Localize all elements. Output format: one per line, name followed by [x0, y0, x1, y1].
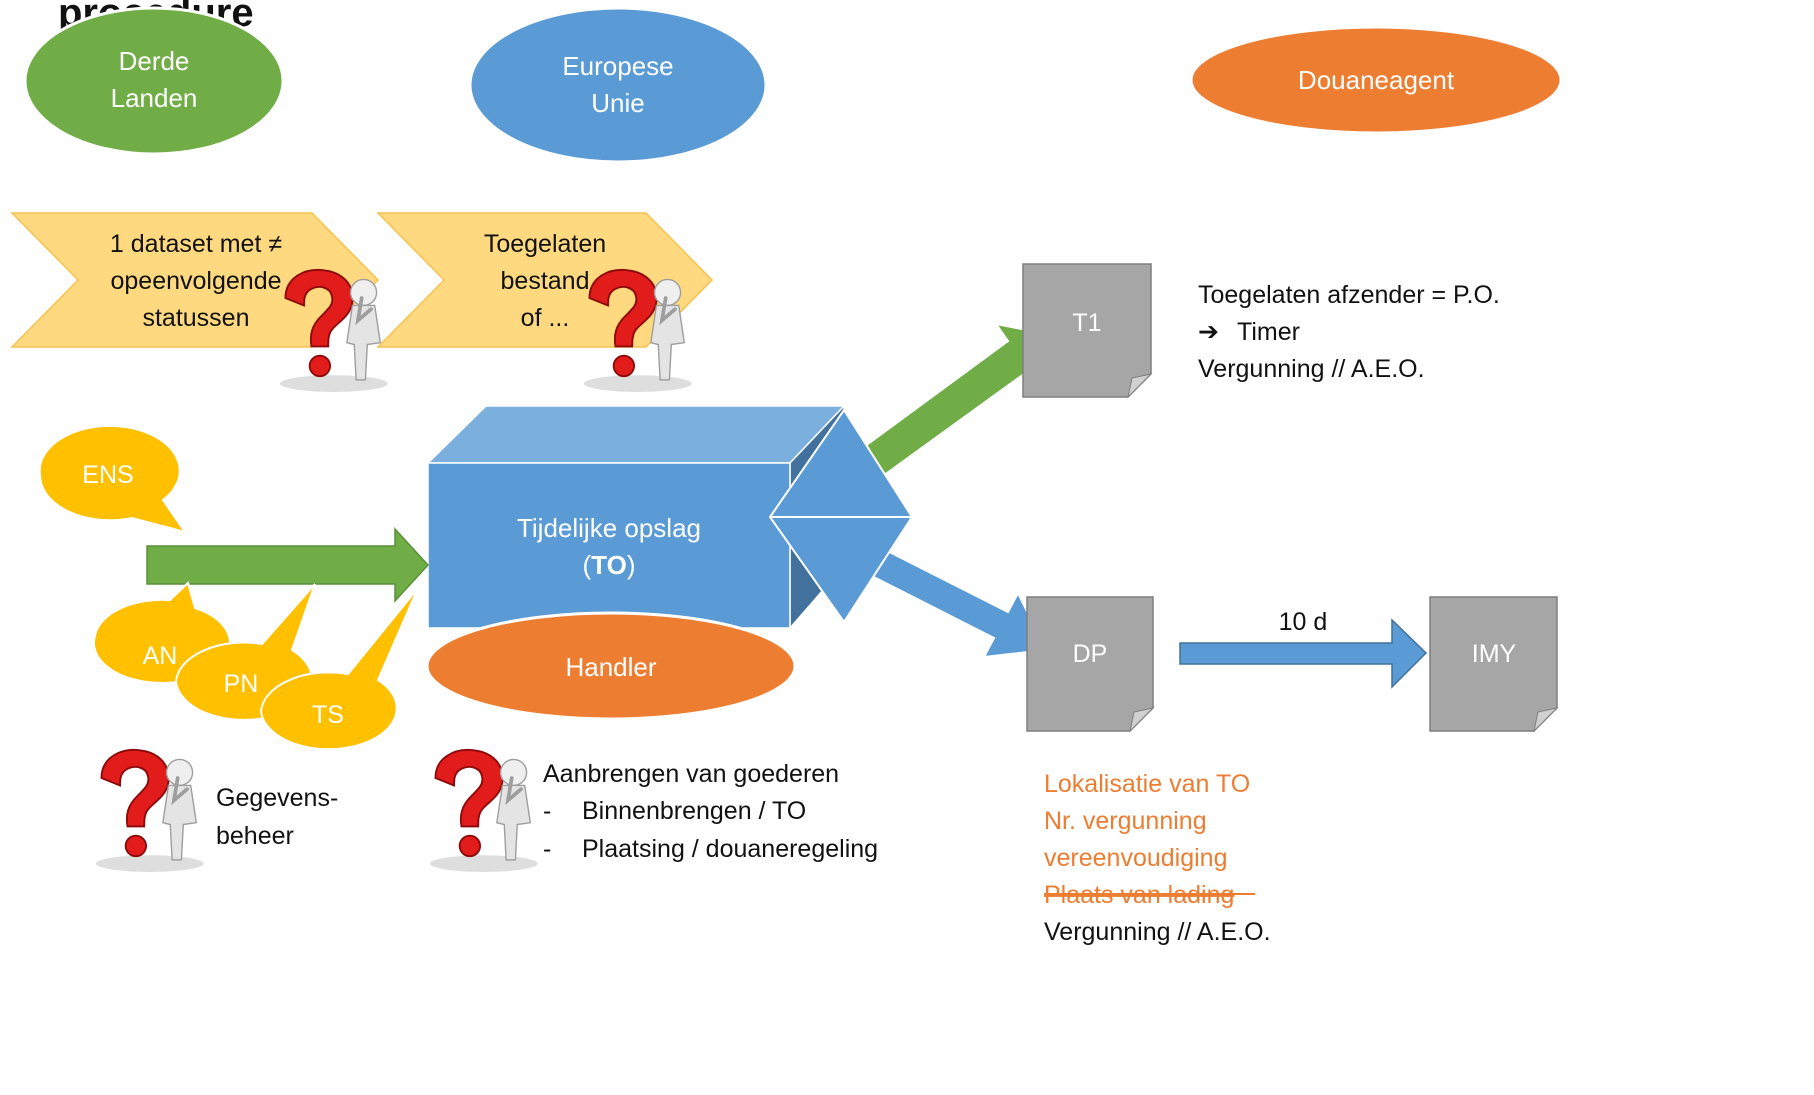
aanbrengen-item-2: Plaatsing / douaneregeling	[582, 835, 878, 863]
aanbrengen-heading: Aanbrengen van goederen	[543, 760, 839, 788]
t1-note-1: Toegelaten afzender = P.O.	[1198, 281, 1500, 309]
region-europese-unie: Europese Unie	[468, 6, 768, 164]
t1-note-2: ➔ Timer	[1198, 318, 1300, 346]
box-title: Tijdelijke opslag	[517, 513, 701, 543]
bubble-ts: TS	[259, 587, 419, 751]
question-person-icon	[94, 748, 206, 874]
chevron-dataset: 1 dataset met ≠ opeenvolgende statussen	[10, 212, 380, 348]
document-imy: IMY	[1429, 596, 1559, 733]
gegevens-line-2: beheer	[216, 822, 294, 850]
eu-line-2: Unie	[591, 88, 644, 118]
t1-label: T1	[1072, 309, 1101, 337]
aanbrengen-item-1: Binnenbrengen / TO	[582, 797, 806, 825]
douaneagent-label: Douaneagent	[1298, 65, 1455, 95]
document-t1: T1	[1022, 263, 1153, 399]
dp-note-black: Vergunning // A.E.O.	[1044, 918, 1271, 946]
an-label: AN	[143, 642, 178, 670]
dp-note-orange-1: Lokalisatie van TO	[1044, 770, 1250, 798]
region-derde-landen: Derde Landen	[23, 6, 285, 156]
ens-label: ENS	[82, 461, 133, 489]
derde-line-2: Landen	[111, 83, 198, 113]
t1-note-3: Vergunning // A.E.O.	[1198, 355, 1425, 383]
dp-label: DP	[1073, 640, 1108, 668]
handler-ellipse: Handler	[425, 611, 797, 721]
eu-line-1: Europese	[562, 51, 673, 81]
pn-label: PN	[224, 670, 259, 698]
dp-note-orange-2: Nr. vergunning	[1044, 807, 1207, 835]
bubble-ens: ENS	[38, 424, 188, 534]
chevron-1-line-2: opeenvolgende	[111, 267, 282, 295]
t1-note-2-text: Timer	[1237, 318, 1300, 346]
document-dp: DP	[1026, 596, 1155, 733]
chevron-2-line-1: Toegelaten	[484, 230, 606, 258]
chevron-1-line-3: statussen	[142, 304, 249, 332]
handler-label: Handler	[565, 652, 656, 682]
chevron-1-line-1: 1 dataset met ≠	[110, 230, 282, 258]
chevron-2-line-2: bestand	[501, 267, 590, 295]
dp-note-orange-3: vereenvoudiging	[1044, 844, 1227, 872]
region-douaneagent: Douaneagent	[1189, 25, 1563, 135]
right-arrow-icon: ➔	[1198, 318, 1219, 346]
blue-arrow-dp-to-imy	[1179, 618, 1428, 689]
derde-line-1: Derde	[119, 46, 190, 76]
box-abbreviation: (TO)	[583, 550, 636, 580]
aanbrengen-dash-1: -	[543, 797, 551, 825]
tijdelijke-opslag-box: Tijdelijke opslag (TO)	[426, 404, 914, 631]
aanbrengen-dash-2: -	[543, 835, 551, 863]
question-person-icon	[427, 748, 540, 874]
ts-label: TS	[312, 701, 344, 729]
gegevens-line-1: Gegevens-	[216, 784, 338, 812]
chevron-2-line-3: of ...	[521, 304, 570, 332]
ten-days-label: 10 d	[1279, 608, 1328, 636]
imy-label: IMY	[1472, 640, 1517, 668]
